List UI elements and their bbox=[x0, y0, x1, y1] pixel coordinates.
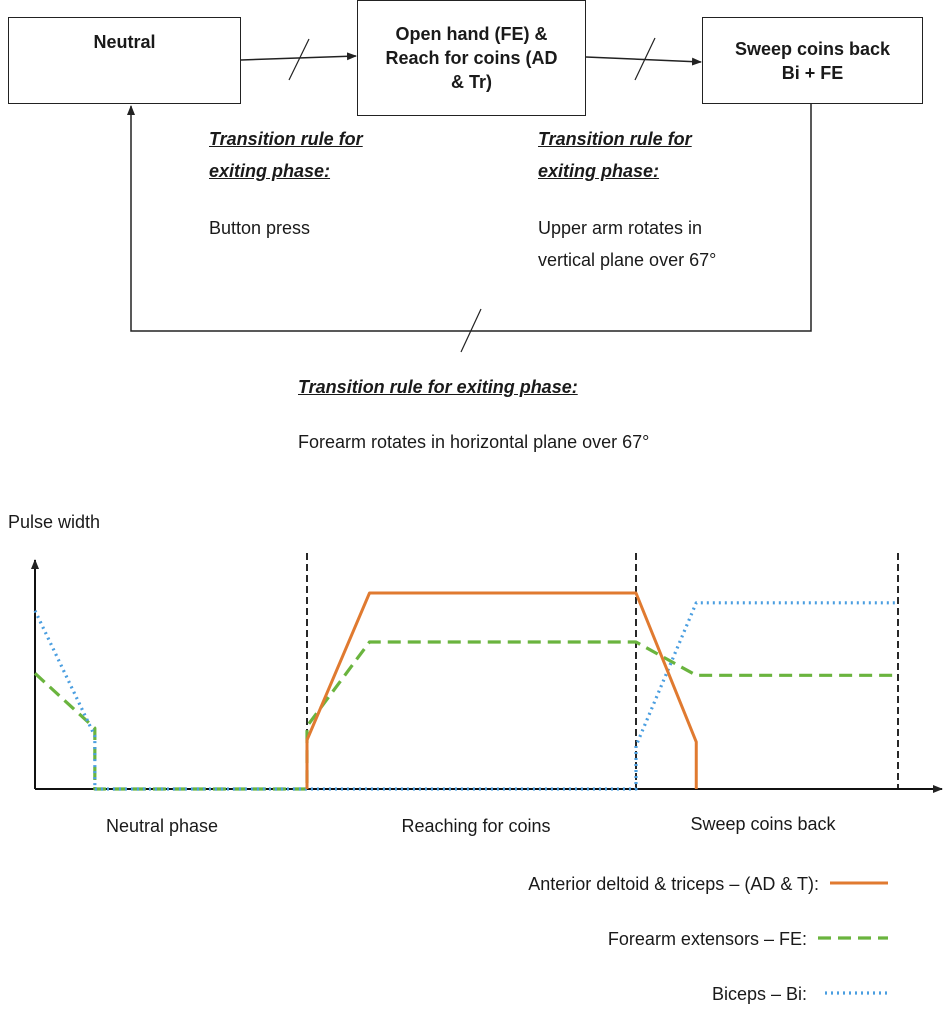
legend-label-bi: Biceps – Bi: bbox=[712, 984, 807, 1004]
state-open-hand-reach: Open hand (FE) & Reach for coins (AD & T… bbox=[357, 0, 586, 116]
transition-mark-3 bbox=[460, 308, 482, 353]
arrow-sweep-to-neutral bbox=[127, 104, 812, 332]
rule-1-title: Transition rule for exiting phase: bbox=[209, 129, 363, 181]
phase-label-sweep: Sweep coins back bbox=[690, 814, 836, 834]
series-layer bbox=[33, 591, 898, 791]
rule-3-title: Transition rule for exiting phase: bbox=[298, 377, 578, 397]
series-line-bi bbox=[33, 601, 898, 791]
rule-2-condition: Upper arm rotates in vertical plane over… bbox=[538, 218, 717, 270]
legend-label-ad-t: Anterior deltoid & triceps – (AD & T): bbox=[528, 874, 819, 894]
rule-3-condition: Forearm rotates in horizontal plane over… bbox=[298, 432, 650, 452]
series-line-ad-t bbox=[305, 591, 698, 789]
arrow-open-to-sweep bbox=[585, 56, 702, 66]
state-sweep-coins-back: Sweep coins back Bi + FE bbox=[702, 17, 923, 104]
phase-label-neutral: Neutral phase bbox=[106, 816, 218, 836]
rule-2-title: Transition rule for exiting phase: bbox=[538, 129, 692, 181]
transition-mark-1 bbox=[288, 38, 310, 81]
state-neutral: Neutral bbox=[8, 17, 241, 104]
transition-mark-2 bbox=[634, 37, 656, 81]
arrow-neutral-to-open bbox=[240, 52, 357, 61]
legend-label-fe: Forearm extensors – FE: bbox=[608, 929, 807, 949]
rule-1-condition: Button press bbox=[209, 218, 311, 238]
y-axis-label: Pulse width bbox=[8, 512, 100, 532]
series-line-fe bbox=[33, 640, 898, 791]
phase-label-reaching: Reaching for coins bbox=[401, 816, 550, 836]
